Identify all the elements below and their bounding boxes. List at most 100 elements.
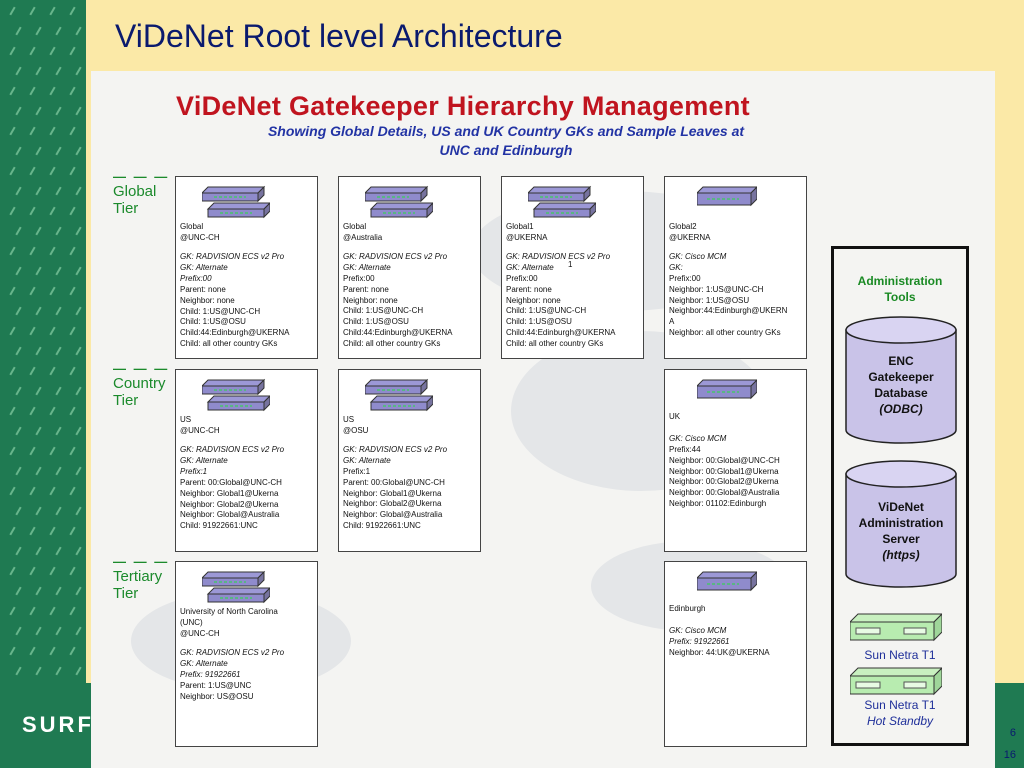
sidebar-dash bbox=[75, 626, 82, 636]
sidebar-dash bbox=[69, 406, 76, 416]
cisco-gatekeeper-icon bbox=[695, 185, 759, 211]
sidebar-dash bbox=[49, 566, 56, 576]
gk-gk-line: GK: Alternate bbox=[506, 262, 554, 272]
sidebar-dash bbox=[35, 426, 42, 436]
gk-gk-line: GK: Alternate bbox=[343, 455, 391, 465]
gk-gk-line: GK: Cisco MCM bbox=[669, 626, 727, 635]
gk-details-line: Neighbor: Global1@Ukerna bbox=[343, 488, 442, 498]
sidebar-dash bbox=[55, 106, 62, 116]
gk-details-line: Child:44:Edinburgh@UKERNA bbox=[180, 328, 290, 338]
gk-gk-line: GK: Alternate bbox=[180, 658, 228, 668]
sidebar-dash bbox=[49, 366, 56, 376]
sidebar-dash bbox=[49, 286, 56, 296]
gk-name-line: Global bbox=[180, 222, 204, 231]
sidebar-dash bbox=[75, 186, 82, 196]
page-number: 6 bbox=[1009, 727, 1016, 739]
gk-name-line: @UNC-CH bbox=[180, 628, 220, 638]
sidebar-dash bbox=[55, 346, 62, 356]
sidebar-dash bbox=[49, 646, 56, 656]
sidebar-dash bbox=[75, 426, 82, 436]
sidebar-dash bbox=[15, 266, 22, 276]
sidebar-dash bbox=[69, 246, 76, 256]
sidebar-dash bbox=[55, 426, 62, 436]
gk-gk-line: GK: Cisco MCM bbox=[669, 252, 727, 261]
sidebar-dash bbox=[35, 66, 42, 76]
gk-gk-line: GK: Alternate bbox=[343, 262, 391, 272]
sidebar-dash bbox=[49, 6, 56, 16]
sidebar-dash bbox=[29, 206, 36, 216]
sun-netra-icon bbox=[848, 612, 944, 647]
sidebar-dash bbox=[75, 26, 82, 36]
sidebar-dash bbox=[55, 26, 62, 36]
gk-details-line: Neighbor: 01102:Edinburgh bbox=[669, 498, 767, 508]
sidebar-dash bbox=[55, 386, 62, 396]
sidebar-dash bbox=[55, 186, 62, 196]
sidebar-dash bbox=[15, 386, 22, 396]
gk-details-line: Neighbor: Global2@Ukerna bbox=[343, 499, 442, 509]
sidebar-dash bbox=[9, 446, 16, 456]
gk-name-line: (UNC) bbox=[180, 617, 203, 627]
sidebar-dash bbox=[55, 66, 62, 76]
sidebar-dash bbox=[15, 506, 22, 516]
gk-details-line: Neighbor: none bbox=[506, 295, 561, 305]
sidebar-dash bbox=[29, 446, 36, 456]
radvision-gatekeeper-icon bbox=[363, 183, 435, 223]
sidebar-dash bbox=[35, 586, 42, 596]
sidebar-dash bbox=[9, 46, 16, 56]
sidebar-dash bbox=[9, 126, 16, 136]
footnote-mark: 1 bbox=[568, 260, 573, 269]
gk-details-line: Parent: none bbox=[506, 284, 552, 294]
gk-details-line: Neighbor: US@OSU bbox=[180, 691, 254, 701]
sidebar-dash bbox=[15, 426, 22, 436]
gk-details-line: Neighbor: 00:Global@Australia bbox=[669, 488, 780, 498]
gk-gk-line: GK: RADVISION ECS v2 Pro bbox=[180, 445, 285, 454]
sidebar-dash bbox=[9, 486, 16, 496]
gk-name: Global2@UKERNA bbox=[669, 222, 710, 244]
sidebar-dash bbox=[35, 146, 42, 156]
sidebar-dash bbox=[55, 226, 62, 236]
diagram-subtitle: Showing Global Details, US and UK Countr… bbox=[231, 122, 781, 160]
radvision-gatekeeper-icon bbox=[200, 568, 272, 608]
gk-details-line: Parent: 00:Global@UNC-CH bbox=[343, 477, 445, 487]
sidebar-dash bbox=[9, 406, 16, 416]
gk-details-line: Child: 1:US@UNC-CH bbox=[180, 306, 261, 316]
gk-details-line: Child:44:Edinburgh@UKERNA bbox=[506, 327, 616, 337]
gk-gk-line: GK: RADVISION ECS v2 Pro bbox=[180, 648, 285, 657]
admin-tools-panel: Administration Tools ENC Gatekeeper Data… bbox=[831, 246, 969, 746]
sidebar-dash bbox=[15, 466, 22, 476]
gk-name: Edinburgh bbox=[669, 604, 705, 615]
sidebar-dash bbox=[55, 466, 62, 476]
slide-number: 16 bbox=[1003, 749, 1016, 761]
sidebar-dash bbox=[75, 106, 82, 116]
sidebar-dash bbox=[75, 586, 82, 596]
gk-gk-line: GK: bbox=[669, 262, 683, 272]
sidebar-dash bbox=[75, 466, 82, 476]
sidebar-dash bbox=[9, 326, 16, 336]
gk-details-line: Neighbor: 1:US@OSU bbox=[669, 295, 750, 305]
sidebar-dash bbox=[29, 46, 36, 56]
sidebar-dash bbox=[15, 146, 22, 156]
tier-label-global: — — — Global Tier bbox=[113, 169, 170, 217]
gk-details-line: Neighbor: 00:Global2@Ukerna bbox=[669, 477, 779, 487]
sidebar-dash bbox=[15, 546, 22, 556]
radvision-gatekeeper-icon bbox=[200, 376, 272, 416]
gk-details: Neighbor: 44:UK@UKERNA bbox=[669, 648, 804, 659]
sidebar-dash bbox=[15, 106, 22, 116]
sidebar-dash bbox=[69, 566, 76, 576]
sun-netra-label: Sun Netra T1 bbox=[864, 648, 936, 662]
sidebar-dash bbox=[15, 186, 22, 196]
sidebar-dash bbox=[35, 306, 42, 316]
sidebar-dash bbox=[29, 606, 36, 616]
gk-details-line: A bbox=[669, 317, 675, 327]
sidebar-dash bbox=[49, 606, 56, 616]
gk-name-line: @Australia bbox=[343, 232, 383, 242]
sidebar-dash bbox=[35, 26, 42, 36]
gk-details-line: Neighbor: none bbox=[180, 295, 235, 305]
sidebar-dash bbox=[29, 406, 36, 416]
